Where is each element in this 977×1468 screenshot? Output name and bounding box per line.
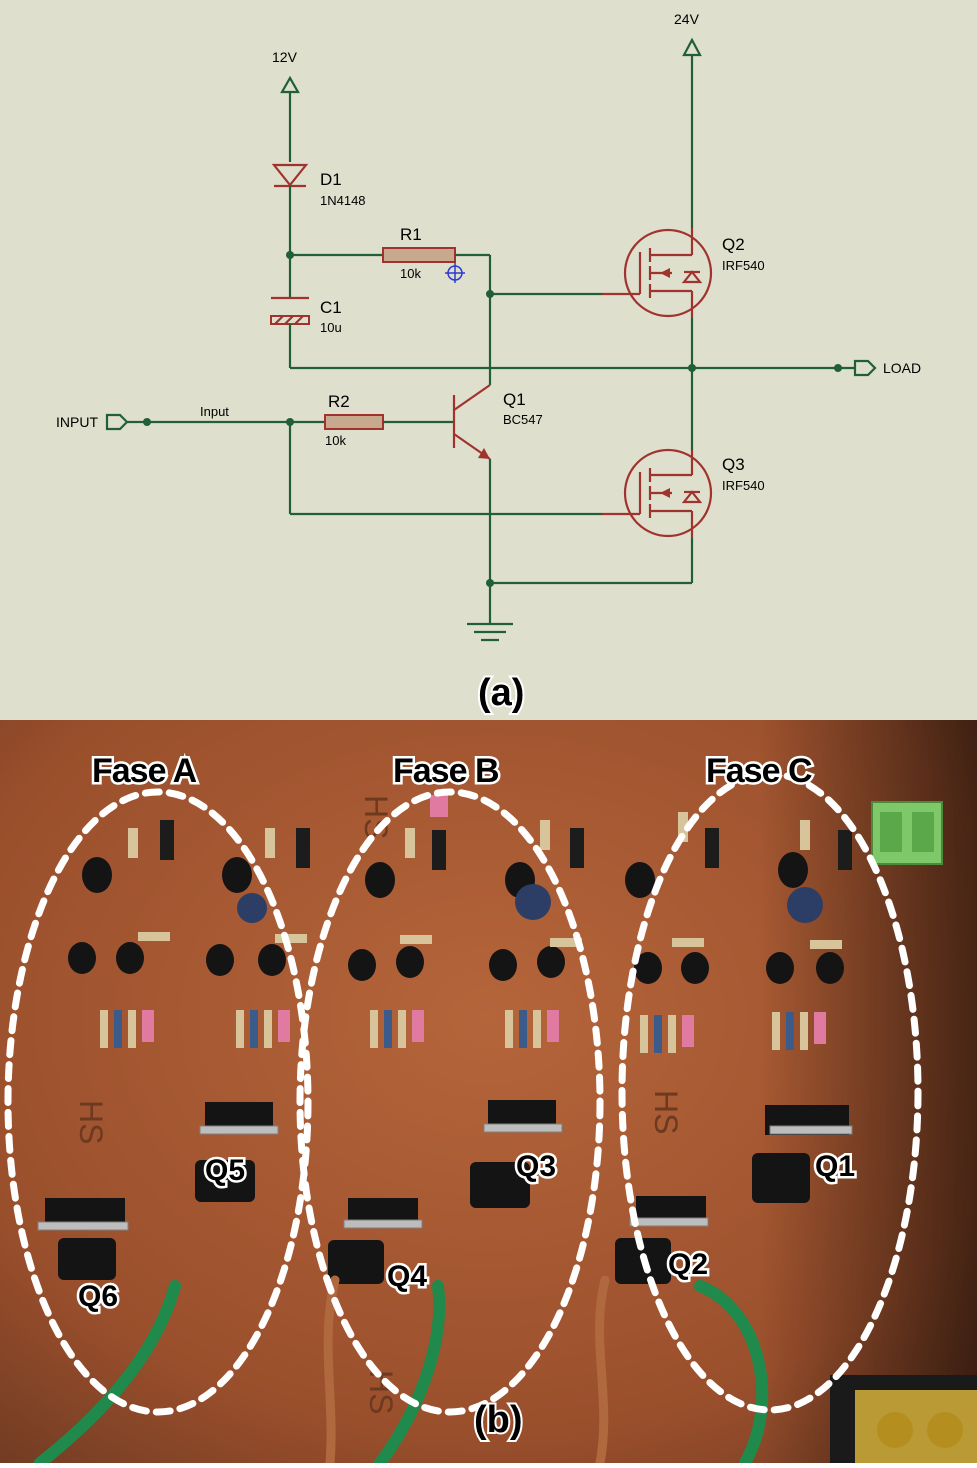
components-fase-a xyxy=(68,820,310,1048)
input-port: INPUT xyxy=(56,413,129,431)
ellipse-fase-b xyxy=(296,788,604,1416)
components-fase-c xyxy=(625,812,852,1053)
phase-label-c: Fase C xyxy=(706,752,812,790)
schematic-panel: 12V D1 1N4148 R1 10k C1 10u xyxy=(0,0,977,720)
transistor-label-q4: Q4 xyxy=(387,1260,427,1293)
phase-label-b: Fase B xyxy=(393,752,499,790)
board-wires xyxy=(34,1275,769,1468)
r2-ref: R2 xyxy=(328,392,350,411)
q1-ref: Q1 xyxy=(503,390,526,409)
supply-24v-label: 24V xyxy=(674,11,700,27)
mosfet-packages xyxy=(37,1100,853,1284)
q3-ref: Q3 xyxy=(722,455,745,474)
ellipse-fase-c xyxy=(618,770,922,1414)
q1-value: BC547 xyxy=(503,412,543,427)
d1-value: 1N4148 xyxy=(320,193,366,208)
terminal-block-yellow xyxy=(830,1375,977,1463)
input-port-label: INPUT xyxy=(56,414,98,430)
transistor-label-q3: Q3 xyxy=(516,1150,556,1183)
supply-24v: 24V xyxy=(674,11,702,228)
svg-text:HS: HS xyxy=(648,1090,684,1134)
mosfet-q2: Q2 IRF540 xyxy=(602,228,765,368)
load-port-label: LOAD xyxy=(883,360,921,376)
r2-value: 10k xyxy=(325,433,346,448)
resistor-r1: R1 10k xyxy=(290,225,492,385)
diode-d1: D1 1N4148 xyxy=(271,163,366,255)
c1-value: 10u xyxy=(320,320,342,335)
r1-value: 10k xyxy=(400,266,421,281)
r1-ref: R1 xyxy=(400,225,422,244)
transistor-label-q1: Q1 xyxy=(815,1150,855,1183)
terminal-block-green xyxy=(871,801,943,865)
ellipse-fase-a xyxy=(4,788,312,1416)
transistor-label-q5: Q5 xyxy=(205,1154,245,1187)
schematic-diagram: 12V D1 1N4148 R1 10k C1 10u xyxy=(56,11,921,716)
components-fase-b xyxy=(348,795,584,1048)
supply-12v: 12V xyxy=(272,49,300,162)
transistor-label-q2: Q2 xyxy=(668,1248,708,1281)
d1-ref: D1 xyxy=(320,170,342,189)
input-net-label: Input xyxy=(200,404,229,419)
load-port: LOAD xyxy=(853,359,921,377)
panel-label-b: (b) xyxy=(474,1399,523,1441)
q2-value: IRF540 xyxy=(722,258,765,273)
panel-label-a: (a) xyxy=(478,672,524,714)
svg-text:HS: HS xyxy=(73,1100,109,1144)
supply-12v-label: 12V xyxy=(272,49,298,65)
transistor-label-q6: Q6 xyxy=(78,1280,118,1313)
resistor-r2: R2 10k xyxy=(324,392,454,448)
board-photo-panel: HS HS HS HS xyxy=(0,720,977,1468)
bjt-q1: Q1 BC547 xyxy=(452,384,543,583)
c1-ref: C1 xyxy=(320,298,342,317)
phase-label-a: Fase A xyxy=(92,752,197,790)
ground-symbol xyxy=(467,583,513,642)
board-photo: HS HS HS HS xyxy=(0,720,977,1468)
mosfet-q3: Q3 IRF540 xyxy=(602,368,765,583)
q2-ref: Q2 xyxy=(722,235,745,254)
capacitor-c1: C1 10u xyxy=(270,255,692,370)
q3-value: IRF540 xyxy=(722,478,765,493)
